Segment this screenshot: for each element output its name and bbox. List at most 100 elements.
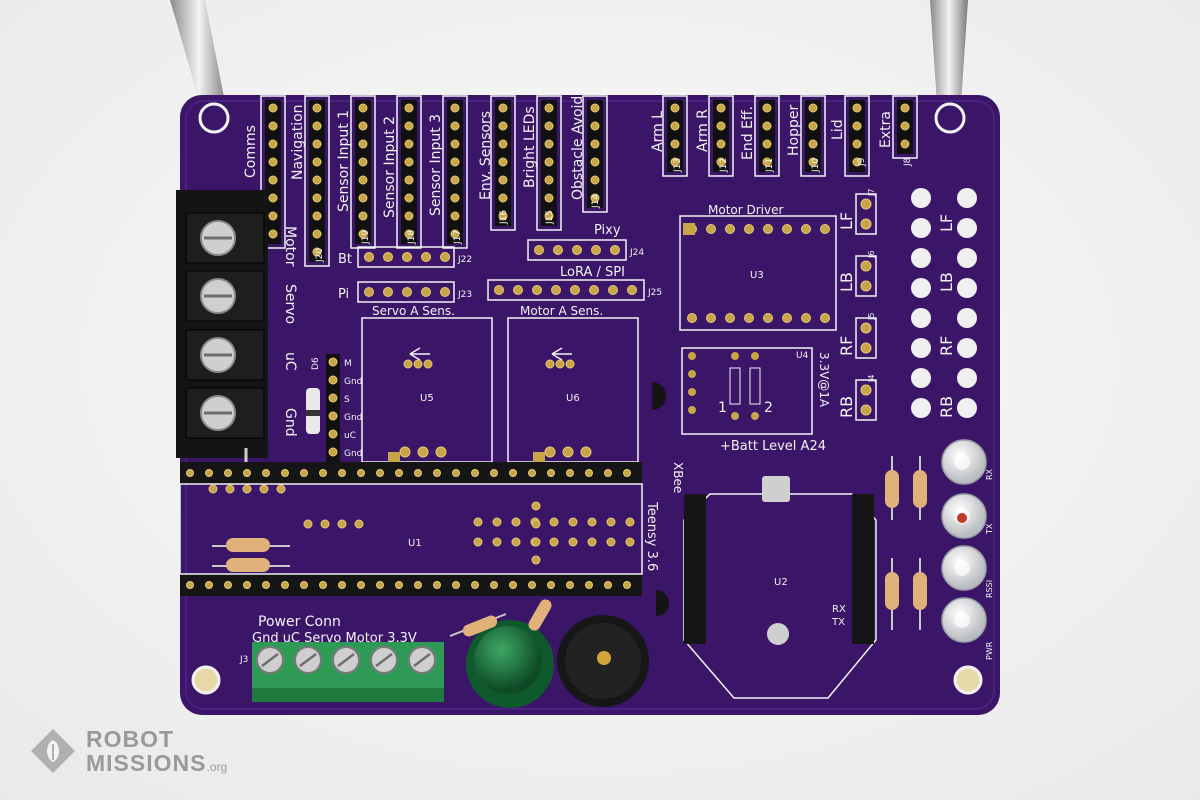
solder-pad — [860, 404, 872, 416]
ref-j12: J12 — [719, 158, 729, 173]
logo-line-1: ROBOT — [86, 726, 175, 752]
label-pi: Pi — [338, 287, 349, 302]
motor-driver — [679, 215, 837, 331]
solder-pad — [358, 175, 368, 185]
label-rb-2: RB — [937, 396, 956, 418]
solder-pad — [243, 581, 251, 589]
label-extra: Extra — [878, 111, 894, 148]
screw-slot — [261, 653, 279, 667]
solder-pad — [498, 175, 508, 185]
solder-pad — [450, 103, 460, 113]
solder-pad — [312, 229, 322, 239]
power-connector — [252, 642, 444, 702]
solder-pad — [452, 581, 460, 589]
ref-j10: J10 — [811, 158, 821, 173]
solder-pad — [808, 157, 818, 167]
solder-pad — [328, 447, 338, 457]
solder-pad — [205, 469, 213, 477]
solder-pad — [494, 285, 504, 295]
pin-s: S — [344, 395, 350, 405]
header-strip — [849, 100, 865, 172]
header-outline — [708, 95, 734, 177]
solder-pad — [544, 175, 554, 185]
square-pad — [388, 452, 400, 462]
connector-outline — [855, 317, 877, 359]
solder-pad — [590, 139, 600, 149]
solder-pad — [433, 469, 441, 477]
solder-pad — [528, 581, 536, 589]
solder-pad — [452, 469, 460, 477]
solder-pad — [473, 537, 483, 547]
label-arm-r: Arm R — [695, 109, 711, 152]
connector-outline — [855, 255, 877, 297]
solder-pad — [312, 139, 322, 149]
label-arm-l: Arm L — [650, 111, 666, 152]
solder-pad — [604, 469, 612, 477]
solder-pad — [312, 175, 322, 185]
label-pixy: Pixy — [594, 223, 621, 238]
solder-pad — [687, 313, 697, 323]
solder-pad — [725, 313, 735, 323]
buzzer — [557, 615, 649, 707]
ref-j5: J5 — [867, 313, 876, 321]
header-strip — [713, 100, 729, 172]
solder-pad — [319, 581, 327, 589]
solder-pad — [725, 224, 735, 234]
label-env-sensors: Env. Sensors — [478, 111, 494, 200]
connector-outline — [855, 379, 877, 421]
label-bright-leds: Bright LEDs — [522, 106, 538, 188]
solder-pad — [450, 157, 460, 167]
solder-pad — [544, 157, 554, 167]
solder-pad — [553, 245, 563, 255]
label-power-pins: Gnd uC Servo Motor 3.3V — [252, 631, 417, 646]
square-pad — [683, 223, 695, 235]
label-sensor-input-2: Sensor Input 2 — [382, 116, 398, 218]
screw-terminal-block — [176, 190, 268, 468]
through-hole — [957, 398, 977, 418]
logo-suffix: .org — [206, 760, 228, 774]
solder-pad — [762, 103, 772, 113]
motor-corner-connectors — [855, 188, 977, 421]
header-strip — [587, 100, 603, 208]
header-strip — [805, 100, 821, 172]
solder-pad — [590, 103, 600, 113]
solder-pad — [358, 103, 368, 113]
solder-pad — [395, 581, 403, 589]
label-xbee: XBee — [671, 462, 685, 493]
solder-pad — [358, 193, 368, 203]
solder-pad — [404, 175, 414, 185]
label-lf-1: LF — [837, 212, 856, 230]
solder-pad — [498, 139, 508, 149]
solder-pad — [358, 157, 368, 167]
solder-pad — [421, 287, 431, 297]
solder-pad — [402, 252, 412, 262]
through-hole — [957, 278, 977, 298]
solder-pad — [801, 313, 811, 323]
label-batt-level: +Batt Level A24 — [720, 439, 826, 454]
solder-pad — [627, 285, 637, 295]
ref-u4: U4 — [796, 351, 809, 361]
label-obstacle-avoid: Obstacle Avoid — [570, 96, 586, 200]
screw-slot — [337, 653, 355, 667]
through-hole — [911, 278, 931, 298]
led-highlight — [954, 560, 970, 576]
solder-pad — [590, 193, 600, 203]
header-strip — [759, 100, 775, 172]
header-outline — [662, 95, 688, 177]
ref-j14: J14 — [591, 194, 601, 209]
ref-j23: J23 — [457, 290, 472, 300]
solder-pad — [224, 581, 232, 589]
solder-pad — [358, 229, 368, 239]
solder-pad — [852, 121, 862, 131]
status-leds — [941, 439, 987, 643]
pin-gnd-3: Gnd — [344, 449, 362, 459]
header-outline — [396, 95, 422, 249]
through-hole — [957, 338, 977, 358]
solder-pad — [544, 103, 554, 113]
solder-pad — [404, 193, 414, 203]
through-hole — [911, 188, 931, 208]
logo-word: MISSIONS — [86, 750, 207, 776]
label-servo-a-sens: Servo A Sens. — [372, 304, 455, 318]
label-rx: RX — [832, 604, 846, 615]
